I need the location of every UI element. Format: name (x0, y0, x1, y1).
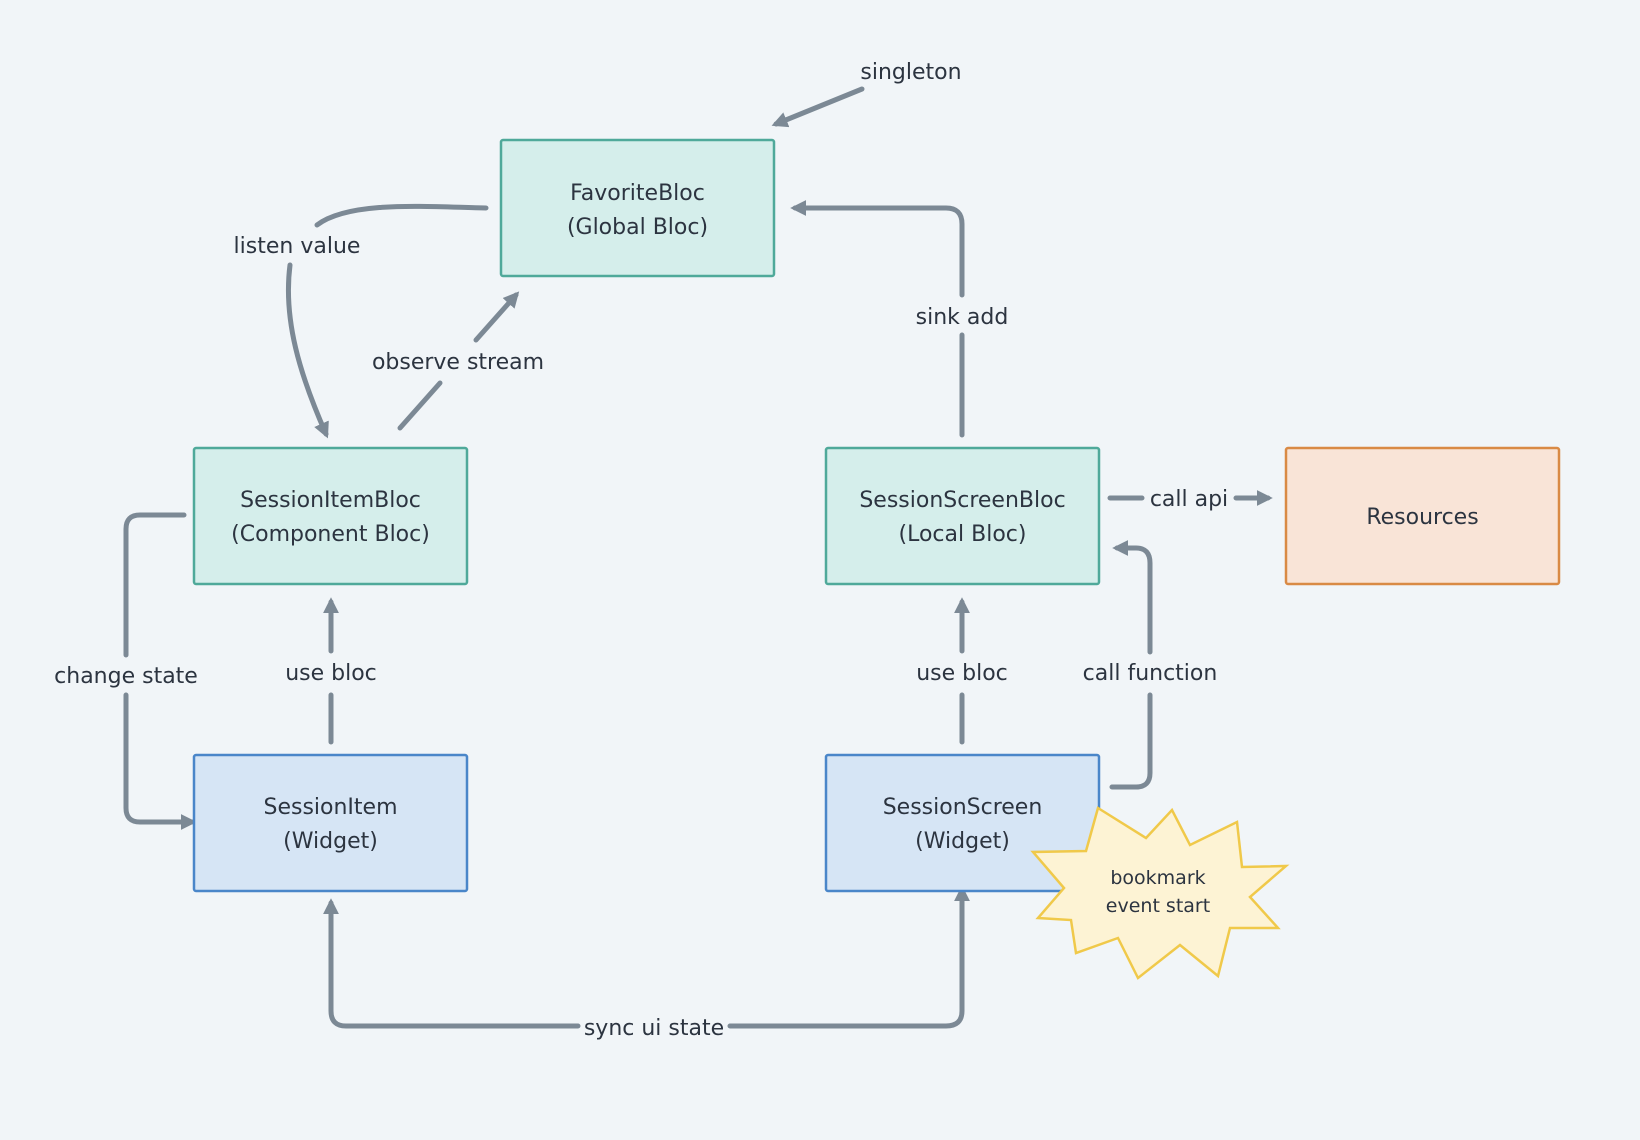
label-use-bloc-left: use bloc (285, 661, 377, 686)
label-call-function: call function (1083, 661, 1218, 686)
edge-observe-stream (397, 295, 516, 431)
session-screen-title: SessionScreen (883, 795, 1043, 820)
bookmark-label: bookmark (1110, 867, 1205, 889)
event-start-label: event start (1106, 895, 1210, 917)
label-change-state: change state (54, 664, 198, 689)
label-sink-add: sink add (916, 305, 1009, 330)
label-call-api: call api (1150, 487, 1228, 512)
session-item-bloc-subtitle: (Component Bloc) (231, 522, 430, 547)
session-item-title: SessionItem (263, 795, 397, 820)
node-favorite-bloc[interactable]: FavoriteBloc (Global Bloc) (499, 138, 776, 278)
favorite-bloc-title: FavoriteBloc (570, 181, 705, 206)
node-session-screen-bloc[interactable]: SessionScreenBloc (Local Bloc) (824, 446, 1101, 586)
node-resources[interactable]: Resources (1284, 446, 1561, 586)
session-screen-subtitle: (Widget) (915, 829, 1010, 854)
edge-listen-value (285, 203, 489, 434)
edge-call-function (1112, 548, 1153, 790)
edge-sync-ui-state (322, 885, 971, 1029)
session-screen-bloc-subtitle: (Local Bloc) (899, 522, 1027, 547)
node-session-item-bloc[interactable]: SessionItemBloc (Component Bloc) (192, 446, 469, 586)
favorite-bloc-subtitle: (Global Bloc) (567, 215, 708, 240)
session-item-subtitle: (Widget) (283, 829, 378, 854)
node-session-screen[interactable]: SessionScreen (Widget) (824, 753, 1101, 893)
session-item-bloc-title: SessionItemBloc (240, 488, 421, 513)
label-use-bloc-right: use bloc (916, 661, 1008, 686)
session-screen-bloc-title: SessionScreenBloc (859, 488, 1065, 513)
label-singleton: singleton (860, 60, 961, 85)
node-session-item[interactable]: SessionItem (Widget) (192, 753, 469, 893)
edge-singleton (771, 86, 865, 128)
bookmark-starburst: bookmark event start (1030, 806, 1290, 980)
label-sync-ui-state: sync ui state (584, 1016, 724, 1041)
label-observe-stream: observe stream (372, 350, 544, 375)
edge-sink-add (795, 208, 965, 438)
edge-change-state (123, 512, 192, 822)
resources-title: Resources (1366, 505, 1478, 530)
label-listen-value: listen value (234, 234, 361, 259)
